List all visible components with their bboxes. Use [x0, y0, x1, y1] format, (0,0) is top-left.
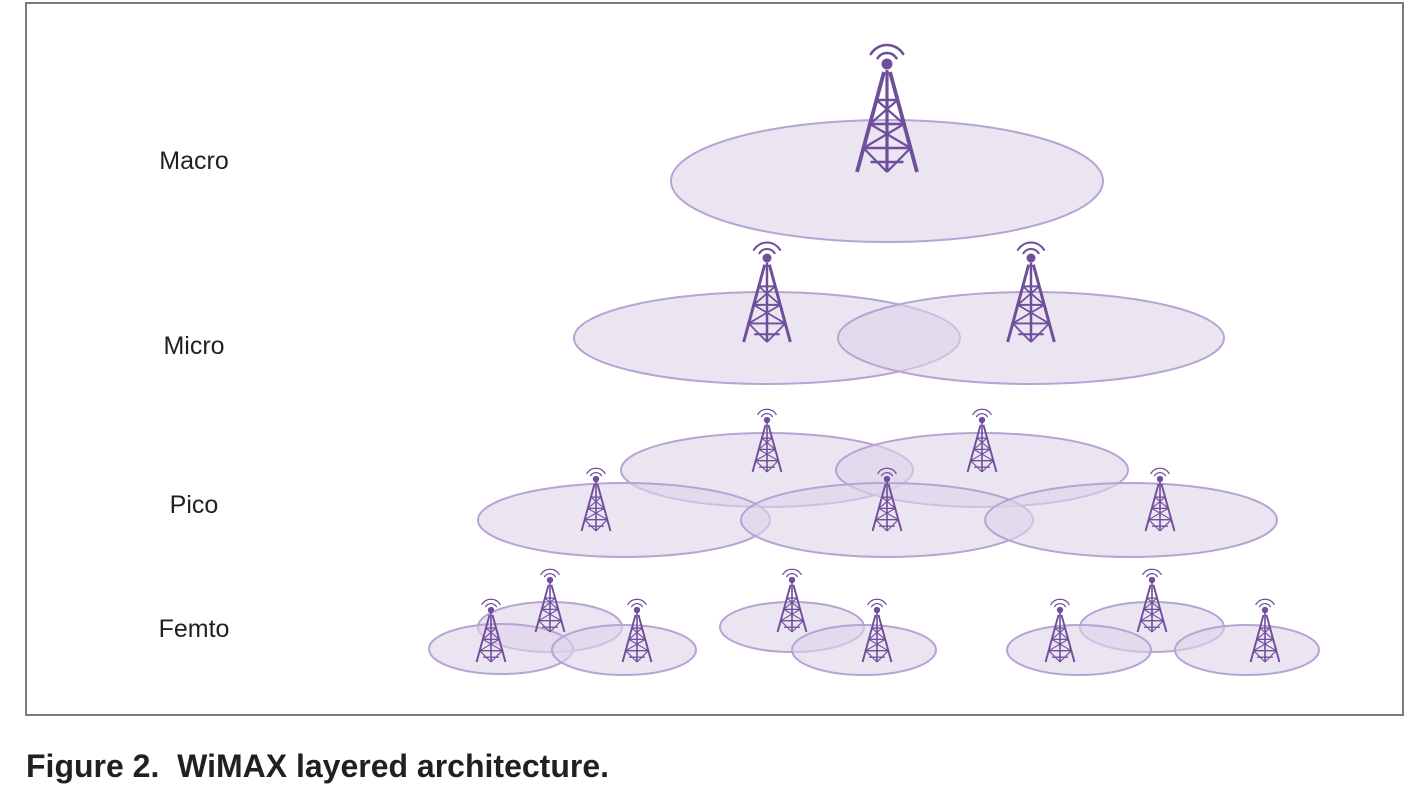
cell-tower-icon — [534, 568, 566, 633]
cell-tower-icon — [475, 598, 507, 663]
cell-tower-icon — [1144, 467, 1176, 532]
cell-tower-icon — [776, 568, 808, 633]
cell-tower-icon — [621, 598, 653, 663]
tier-label-macro: Macro — [159, 147, 229, 175]
coverage-cell-pico-5 — [477, 482, 771, 558]
coverage-cell-femto-12 — [791, 624, 937, 676]
cell-tower-icon — [966, 408, 998, 473]
cell-tower-icon — [861, 598, 893, 663]
cell-tower-icon — [871, 467, 903, 532]
cell-tower-icon — [580, 467, 612, 532]
tier-label-micro: Micro — [163, 332, 225, 360]
cell-tower-icon — [1044, 598, 1076, 663]
coverage-cells — [428, 119, 1320, 676]
coverage-cell-femto-14 — [1006, 624, 1152, 676]
tier-label-femto: Femto — [158, 615, 230, 643]
coverage-cell-pico-7 — [984, 482, 1278, 558]
coverage-cell-femto-15 — [1174, 624, 1320, 676]
cell-towers — [475, 43, 1281, 663]
diagram-frame — [25, 2, 1404, 716]
cell-tower-icon — [751, 408, 783, 473]
cell-tower-icon — [742, 241, 792, 343]
cell-tower-icon — [1006, 241, 1056, 343]
figure-caption: Figure 2. WiMAX layered architecture. — [26, 748, 609, 784]
coverage-cell-femto-10 — [551, 624, 697, 676]
cell-tower-icon — [1249, 598, 1281, 663]
tier-label-pico: Pico — [169, 491, 219, 519]
cell-tower-icon — [855, 43, 919, 173]
cell-tower-icon — [1136, 568, 1168, 633]
